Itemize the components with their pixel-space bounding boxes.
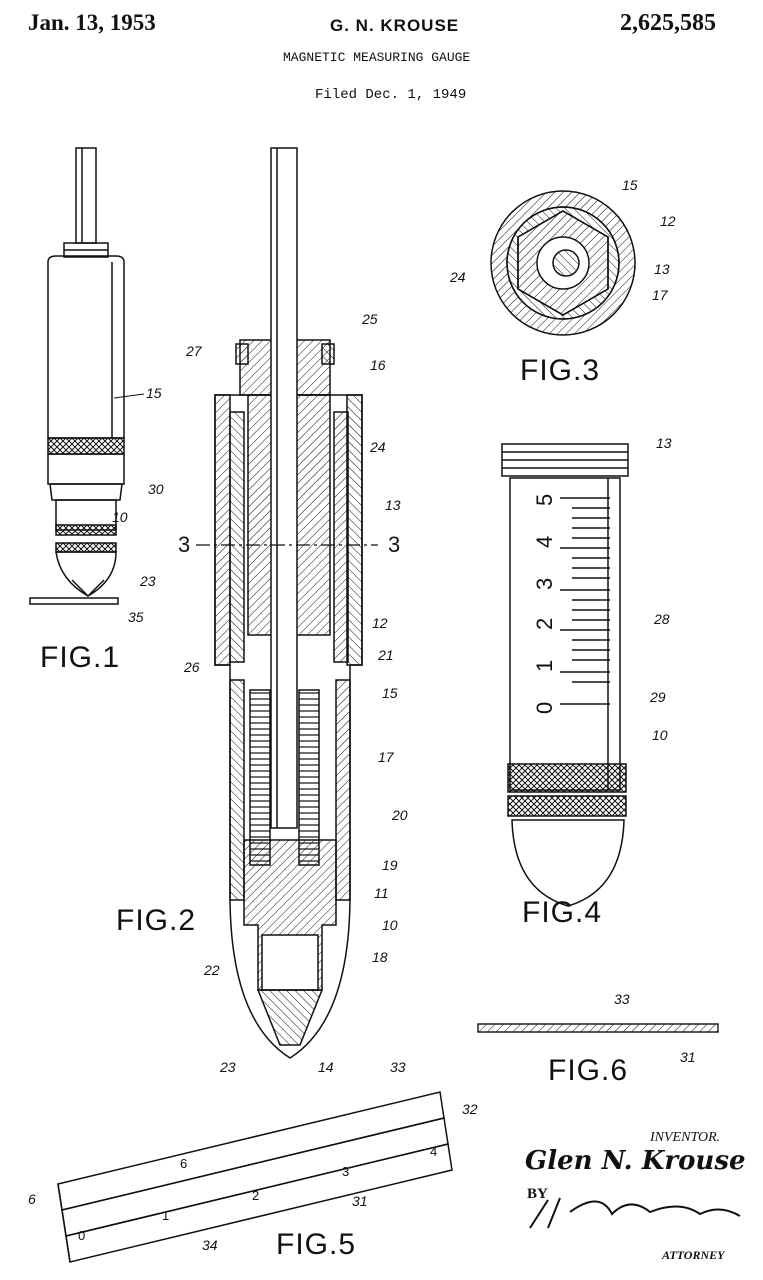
- fig2-ref-15: 15: [382, 685, 398, 701]
- fig2-ref-20: 20: [391, 807, 408, 823]
- fig5-drawing: [57, 1091, 453, 1263]
- fig2-ref-18: 18: [372, 949, 388, 965]
- fig3-ref-17: 17: [652, 287, 669, 303]
- fig2-ref-25: 25: [361, 311, 378, 327]
- fig3-ref-15: 15: [622, 177, 638, 193]
- fig4-ref-29: 29: [649, 689, 666, 705]
- fig2-ref-3-right: 3: [388, 532, 400, 557]
- fig3-label: FIG.3: [520, 354, 600, 387]
- fig6-drawing: [477, 1023, 719, 1033]
- fig5-ref-33: 33: [390, 1059, 406, 1075]
- fig4-num-3: 3: [532, 578, 557, 590]
- fig2-ref-14: 14: [318, 1059, 334, 1075]
- fig4-ref-13: 13: [656, 435, 672, 451]
- patent-title: MAGNETIC MEASURING GAUGE: [283, 50, 471, 65]
- attorney-signature: [529, 1197, 741, 1229]
- fig1-numerals: 15 30 10 23 35: [112, 385, 164, 625]
- fig5-label: FIG.5: [276, 1228, 356, 1261]
- fig1-ref-30: 30: [148, 481, 164, 497]
- fig2-ref-11: 11: [374, 885, 389, 901]
- fig6-label: FIG.6: [548, 1054, 628, 1087]
- fig1-label: FIG.1: [40, 641, 120, 674]
- fig1-ref-23: 23: [139, 573, 156, 589]
- fig4-num-0: 0: [532, 702, 557, 714]
- fig1-drawing: [29, 147, 125, 605]
- fig4-label: FIG.4: [522, 896, 602, 929]
- fig2-ref-23: 23: [219, 1059, 236, 1075]
- fig2-ref-16: 16: [370, 357, 386, 373]
- fig2-ref-3-left: 3: [178, 532, 190, 557]
- fig2-ref-12: 12: [372, 615, 388, 631]
- fig6-numerals: 33 31: [614, 991, 696, 1065]
- fig4-scale-numbers: 0 1 2 3 4 5: [532, 494, 557, 714]
- fig4-ref-28: 28: [653, 611, 670, 627]
- fig3-numerals: 15 12 24 13 17: [449, 177, 676, 303]
- fig3-ref-24: 24: [449, 269, 466, 285]
- fig5-num-4: 4: [430, 1144, 437, 1159]
- fig2-ref-26: 26: [183, 659, 200, 675]
- inventor-header: G. N. KROUSE: [330, 16, 460, 35]
- fig2-ref-24: 24: [369, 439, 386, 455]
- fig2-ref-13: 13: [385, 497, 401, 513]
- fig1-ref-35: 35: [128, 609, 144, 625]
- fig5-num-1: 1: [162, 1208, 169, 1223]
- fig4-scale-ticks: [560, 497, 610, 705]
- fig4-num-4: 4: [532, 536, 557, 548]
- fig4-num-2: 2: [532, 618, 557, 630]
- fig5-num-3: 3: [342, 1164, 349, 1179]
- fig5-ref-6: 6: [28, 1191, 36, 1207]
- patent-date: Jan. 13, 1953: [28, 10, 156, 35]
- fig2-ref-27: 27: [185, 343, 203, 359]
- attorney-label: ATTORNEY: [662, 1248, 725, 1262]
- fig3-ref-12: 12: [660, 213, 676, 229]
- fig5-ref-32: 32: [462, 1101, 478, 1117]
- fig5-ref-34: 34: [202, 1237, 218, 1253]
- fig4-num-1: 1: [532, 660, 557, 672]
- fig5-numerals: 33 32 6 31 34: [28, 1059, 478, 1253]
- fig5-top-mark: 6: [180, 1156, 187, 1171]
- inventor-label: INVENTOR.: [650, 1130, 721, 1145]
- fig2-ref-10: 10: [382, 917, 398, 933]
- fig6-ref-33: 33: [614, 991, 630, 1007]
- fig2-label: FIG.2: [116, 904, 196, 937]
- fig2-ref-22: 22: [203, 962, 220, 978]
- fig3-ref-13: 13: [654, 261, 670, 277]
- fig2-drawing: [196, 147, 378, 1059]
- fig4-drawing: [501, 443, 629, 907]
- fig2-numerals: 27 25 16 24 13 3 3 12 26 21 15 17 20 19 …: [178, 311, 408, 1075]
- fig2-ref-17: 17: [378, 749, 395, 765]
- filed-date: Filed Dec. 1, 1949: [315, 87, 467, 103]
- inventor-signature: Glen N. Krouse: [525, 1146, 746, 1176]
- fig2-ref-21: 21: [377, 647, 394, 663]
- fig4-num-5: 5: [532, 494, 557, 506]
- fig1-ref-10: 10: [112, 509, 128, 525]
- fig5-ruler-numbers: 0 1 2 3 4 6: [78, 1144, 437, 1243]
- fig4-ref-10: 10: [652, 727, 668, 743]
- fig5-num-2: 2: [252, 1188, 259, 1203]
- fig2-ref-19: 19: [382, 857, 398, 873]
- fig1-ref-15: 15: [146, 385, 162, 401]
- fig4-numerals: 13 28 29 10: [649, 435, 672, 743]
- fig6-ref-31: 31: [680, 1049, 696, 1065]
- patent-number: 2,625,585: [620, 10, 716, 36]
- fig3-drawing: [490, 190, 636, 336]
- fig5-num-0: 0: [78, 1228, 85, 1243]
- by-label: BY: [527, 1186, 548, 1202]
- fig5-ref-31: 31: [352, 1193, 368, 1209]
